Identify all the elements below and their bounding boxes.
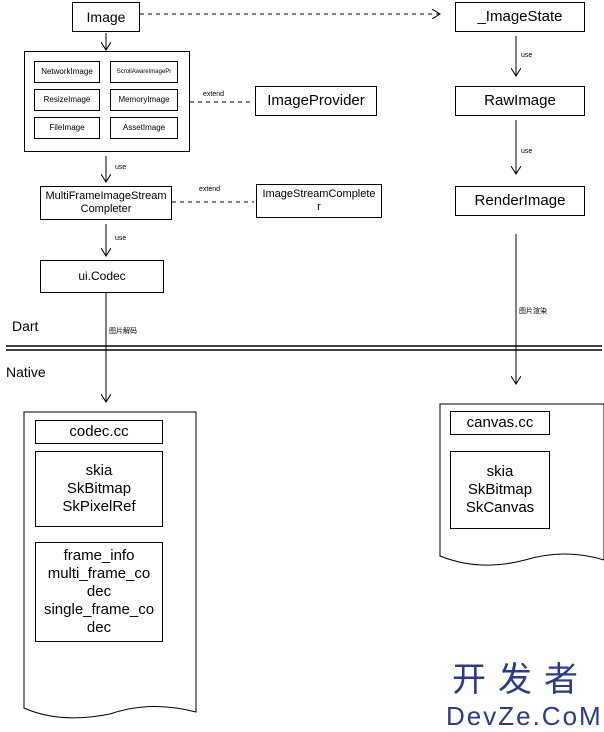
watermark: 开发者 DevZe.CoM bbox=[446, 652, 603, 732]
image-node: Image bbox=[72, 2, 140, 32]
frame-line-3: dec bbox=[86, 583, 112, 600]
network-image-node: NetworkImage bbox=[34, 61, 100, 83]
frame-line-5: dec bbox=[86, 619, 112, 636]
watermark-line-2: DevZe.CoM bbox=[446, 701, 603, 731]
skia-codec-line-1: skia bbox=[85, 462, 113, 479]
use-multi-label: use bbox=[115, 164, 127, 171]
multiframe-node: MultiFrameImageStreamCompleter bbox=[40, 186, 172, 220]
skia-canvas-line-1: skia bbox=[486, 463, 514, 480]
render-label: 图片渲染 bbox=[519, 308, 547, 315]
frame-line-1: frame_info bbox=[63, 547, 135, 564]
extend-completer-label: extend bbox=[199, 186, 221, 193]
uicodec-node: ui.Codec bbox=[40, 260, 164, 293]
use-codec-label: use bbox=[115, 235, 127, 242]
watermark-line-1: 开发者 bbox=[452, 661, 590, 699]
skia-canvas-group: skia SkBitmap SkCanvas bbox=[450, 451, 550, 529]
asset-image-node: AssetImage bbox=[110, 117, 178, 139]
frame-line-2: multi_frame_co bbox=[47, 565, 151, 582]
frame-line-4: single_frame_co bbox=[43, 601, 155, 618]
decode-label: 图片解码 bbox=[109, 328, 137, 335]
rawimage-node: RawImage bbox=[455, 86, 585, 116]
skia-codec-line-3: SkPixelRef bbox=[62, 498, 136, 515]
frame-info-group: frame_info multi_frame_co dec single_fra… bbox=[35, 542, 163, 642]
skia-canvas-line-3: SkCanvas bbox=[465, 499, 535, 516]
extend-provider-label: extend bbox=[203, 91, 225, 98]
use-render-label: use bbox=[521, 148, 533, 155]
use-raw-label: use bbox=[521, 52, 533, 59]
file-image-node: FileImage bbox=[34, 117, 100, 139]
imageprovider-node: ImageProvider bbox=[255, 86, 377, 116]
codeccc-node: codec.cc bbox=[35, 420, 163, 444]
resize-image-node: ResizeImage bbox=[34, 89, 100, 111]
dart-layer-label: Dart bbox=[12, 318, 39, 334]
skia-codec-group: skia SkBitmap SkPixelRef bbox=[35, 451, 163, 527]
native-layer-label: Native bbox=[6, 364, 46, 380]
scroll-aware-node: ScrollAwareImagePr bbox=[110, 61, 178, 83]
canvascc-node: canvas.cc bbox=[450, 411, 550, 435]
imagestate-node: _ImageState bbox=[455, 2, 585, 32]
skia-canvas-line-2: SkBitmap bbox=[467, 481, 533, 498]
completer-node: ImageStreamCompleter bbox=[256, 184, 382, 218]
renderimage-node: RenderImage bbox=[455, 186, 585, 216]
skia-codec-line-2: SkBitmap bbox=[66, 480, 132, 497]
memory-image-node: MemoryImage bbox=[110, 89, 178, 111]
multiframe-label: MultiFrameImageStreamCompleter bbox=[45, 190, 167, 215]
completer-label: ImageStreamCompleter bbox=[262, 188, 376, 213]
